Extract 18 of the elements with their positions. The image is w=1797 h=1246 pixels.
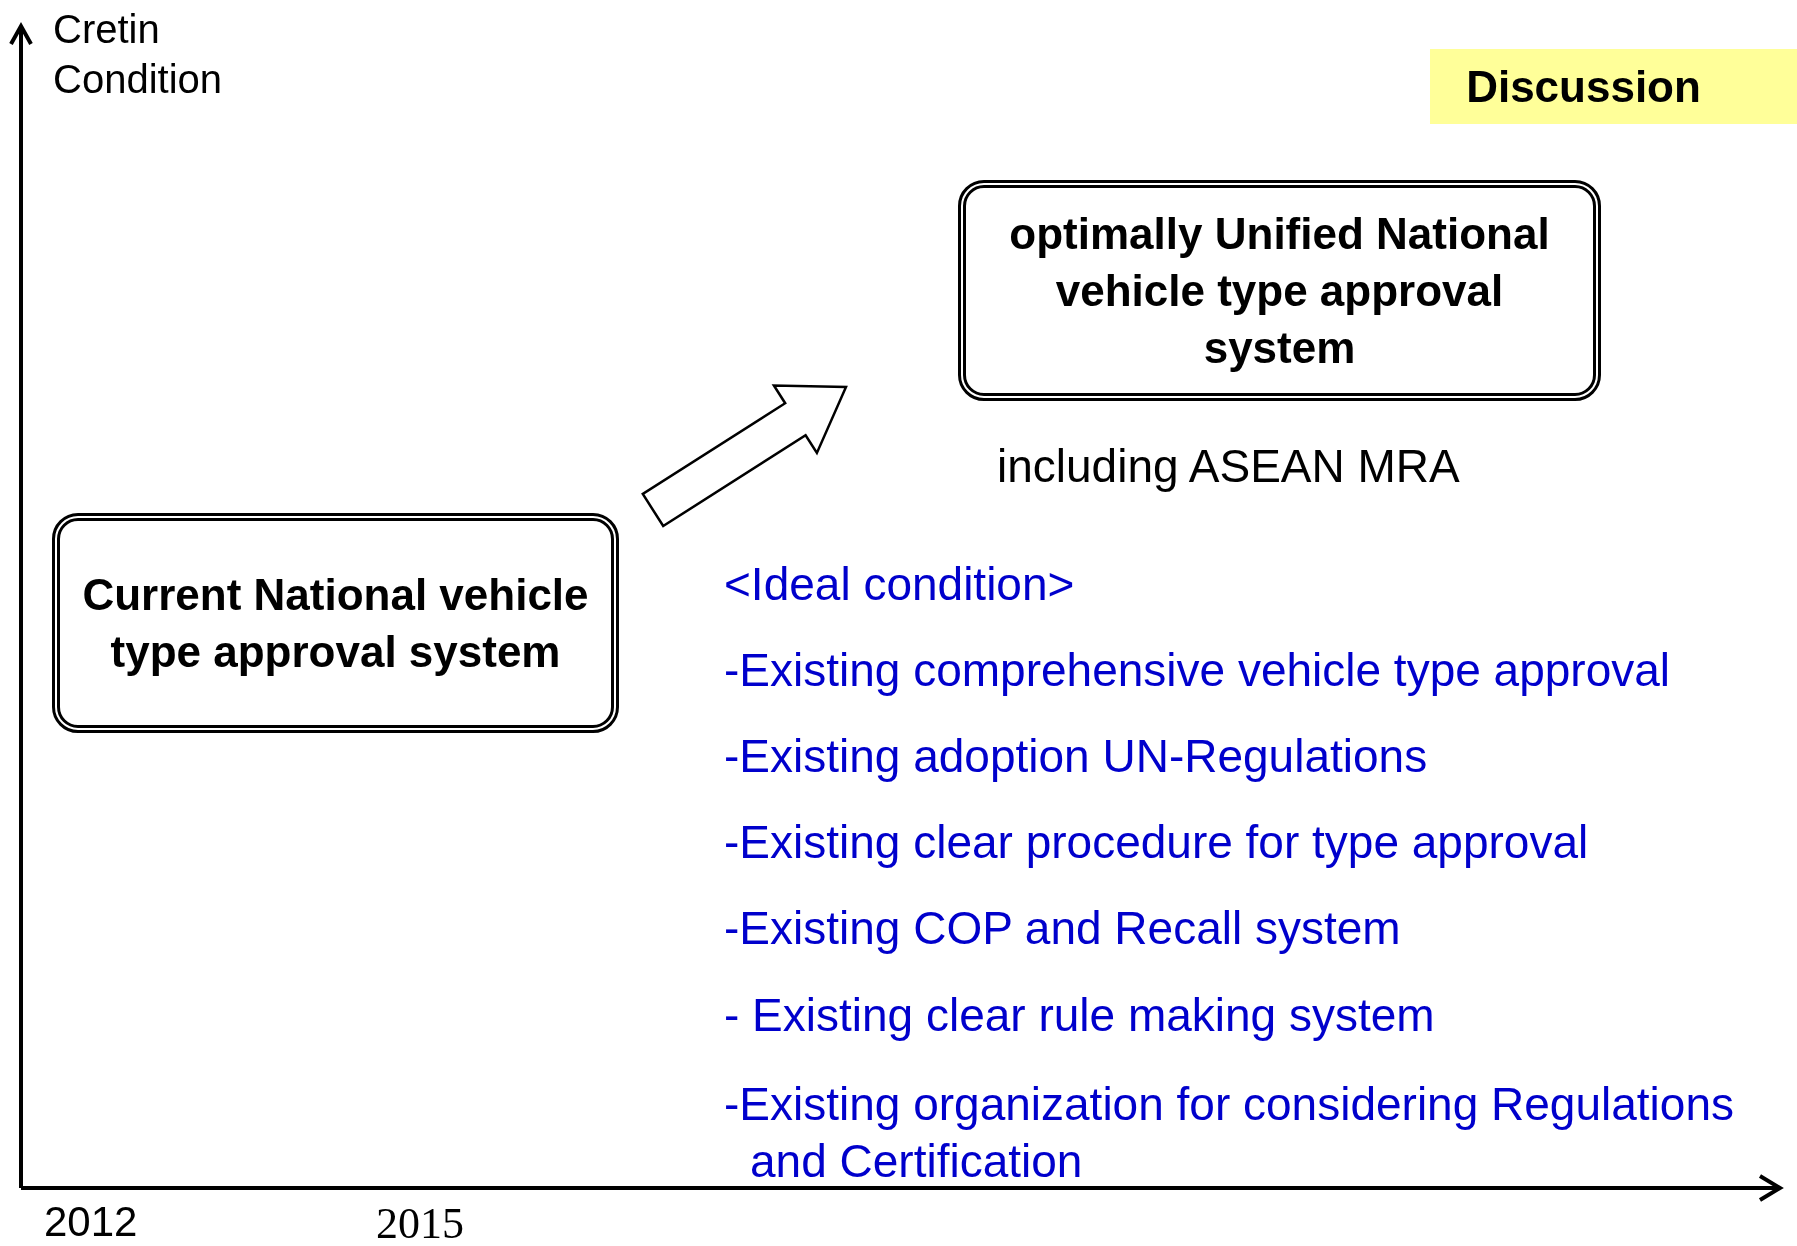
- condition-text: -Existing organization for considering Regulations and Certification: [724, 1077, 1735, 1189]
- condition-text: -Existing comprehensive vehicle type approval: [724, 645, 1671, 695]
- rounded-box: [52, 513, 619, 733]
- box-title: Current National vehicle type approval system: [82, 569, 589, 678]
- note-text: Discussion: [1466, 61, 1701, 112]
- axis-label: Cretin Condition: [53, 6, 223, 103]
- year-label: 2015: [376, 1199, 464, 1246]
- condition-text: <Ideal condition>: [724, 559, 1075, 609]
- rounded-box: [958, 180, 1601, 401]
- condition-text: -Existing adoption UN-Regulations: [724, 731, 1428, 781]
- condition-text: -Existing COP and Recall system: [724, 903, 1401, 953]
- condition-text: - Existing clear rule making system: [724, 990, 1435, 1040]
- box-caption: including ASEAN MRA: [997, 441, 1460, 491]
- box-title: optimally Unified National vehicle type approval system: [1008, 208, 1551, 374]
- condition-text: -Existing clear procedure for type approval: [724, 817, 1589, 867]
- year-label: 2012: [44, 1197, 138, 1246]
- note-box: [1430, 49, 1797, 124]
- block-arrow: [641, 384, 848, 528]
